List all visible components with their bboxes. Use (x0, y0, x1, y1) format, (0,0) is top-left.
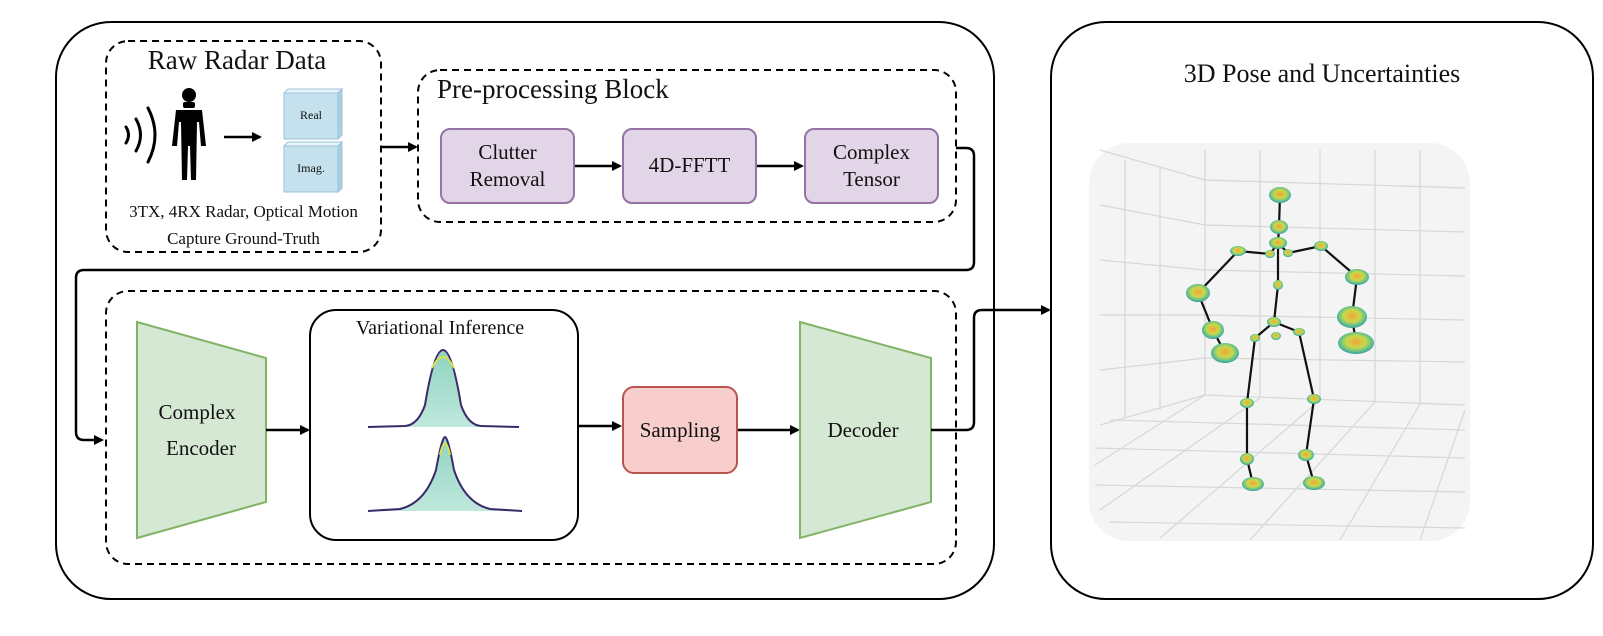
variational-inference-title: Variational Inference (355, 317, 525, 339)
complex-tensor-line1: Complex (833, 139, 910, 164)
clutter-removal-line2: Removal (469, 167, 546, 191)
fft-label: 4D-FFTT (648, 153, 731, 178)
cube-real-label: Real (300, 108, 322, 122)
human-silhouette-icon (172, 88, 206, 180)
complex-tensor-line2: Tensor (843, 167, 900, 191)
decoder-label: Decoder (827, 418, 899, 442)
sampling-box: Sampling (622, 386, 738, 474)
preprocessing-title: Pre-processing Block (437, 74, 669, 104)
cube-imag-label: Imag. (297, 161, 325, 175)
preprocessing-group (417, 69, 957, 223)
clutter-removal-box: Clutter Removal (440, 128, 575, 204)
radar-waves-icon (124, 106, 157, 164)
real-cube-icon (282, 87, 344, 141)
clutter-removal-line1: Clutter (478, 139, 537, 164)
fft-box: 4D-FFTT (622, 128, 757, 204)
radar-caption-line1: 3TX, 4RX Radar, Optical Motion (129, 202, 358, 221)
output-title: 3D Pose and Uncertainties (1183, 59, 1461, 88)
complex-tensor-box: Complex Tensor (804, 128, 939, 204)
encoder-label-line1: Complex (158, 400, 236, 424)
pose-3d-plot (1089, 143, 1470, 541)
complex-encoder-shape (136, 320, 267, 540)
encoder-label-line2: Encoder (166, 436, 236, 460)
output-container (1050, 21, 1594, 600)
laplace-distribution-icon (367, 435, 523, 512)
arrow-decoder-to-output (931, 305, 1051, 432)
imag-cube-icon (282, 140, 344, 194)
radar-caption-line2: Capture Ground-Truth (167, 229, 320, 248)
raw-radar-title: Raw Radar Data (147, 45, 327, 75)
decoder-shape (799, 320, 932, 540)
model-group (105, 290, 957, 565)
connector-preprocessing-to-model (74, 146, 976, 445)
sampling-label: Sampling (639, 417, 721, 442)
gaussian-distribution-icon (367, 348, 520, 428)
